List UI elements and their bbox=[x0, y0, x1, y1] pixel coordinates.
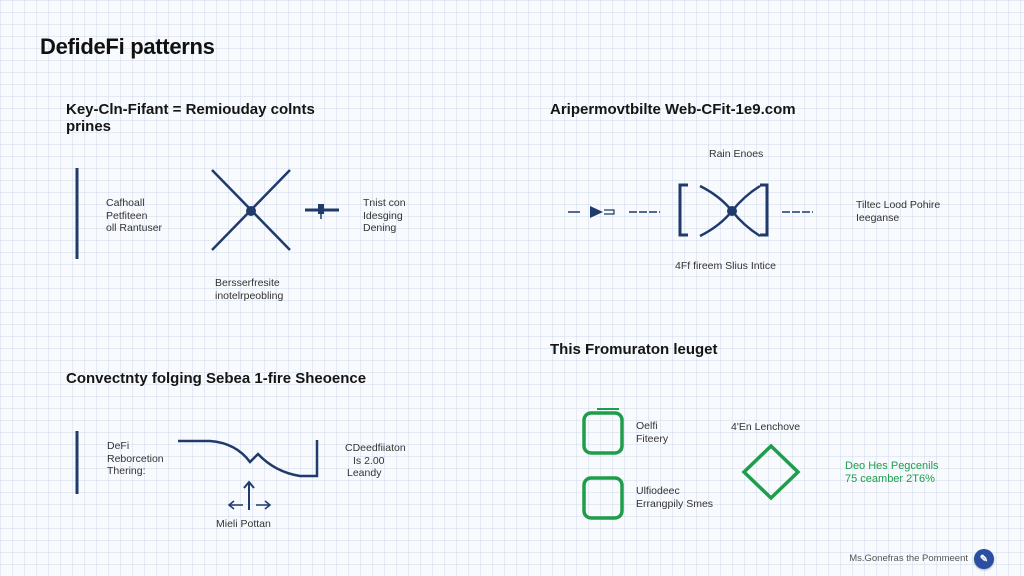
right-label-bl: CDeedfiiaton Is 2.00 Leandy bbox=[345, 442, 406, 479]
bottom-label-tl: Bersserfresite inotelrpeobling bbox=[215, 277, 284, 302]
bottom-label-bl: Mieli Pottan bbox=[216, 518, 271, 530]
right-label-tl: Tnist con Idesging Dening bbox=[363, 197, 406, 234]
box1-label: Oelfi Fiteery bbox=[636, 420, 669, 445]
left-label-bl: DeFi Reborcetion Thering: bbox=[107, 440, 164, 477]
panel-heading-key-points: Key-Cln-Fifant = Remiouday colnts prines bbox=[66, 101, 315, 135]
stat-label: Deo Hes Pegcenils 75 ceamber 2T6% bbox=[845, 460, 939, 485]
bottom-label-tr: 4Ff fireem Slius Intice bbox=[675, 260, 776, 272]
right-label-tr: Tiltec Lood Pohire Ieeganse bbox=[856, 199, 941, 224]
panel-heading-connectivity: Convectnty folging Sebea 1-fire Sheoence bbox=[66, 370, 367, 387]
edit-icon[interactable]: ✎ bbox=[974, 549, 994, 569]
left-label-tl: Cafhoall Petfiteen oll Rantuser bbox=[106, 197, 163, 234]
diamond-label: 4'En Lenchove bbox=[731, 421, 801, 433]
page-title: DefideFi patterns bbox=[40, 34, 215, 59]
panel-heading-web: Aripermovtbilte Web-CFit-1e9.com bbox=[550, 101, 796, 118]
box2-label: Ulfiodeec Errangpily Smes bbox=[636, 485, 714, 510]
panel-heading-formation: This Fromuraton leuget bbox=[550, 341, 718, 358]
footer-text: Ms.Gonefras the Pommeent bbox=[849, 553, 968, 564]
top-label-tr: Rain Enoes bbox=[709, 148, 764, 160]
